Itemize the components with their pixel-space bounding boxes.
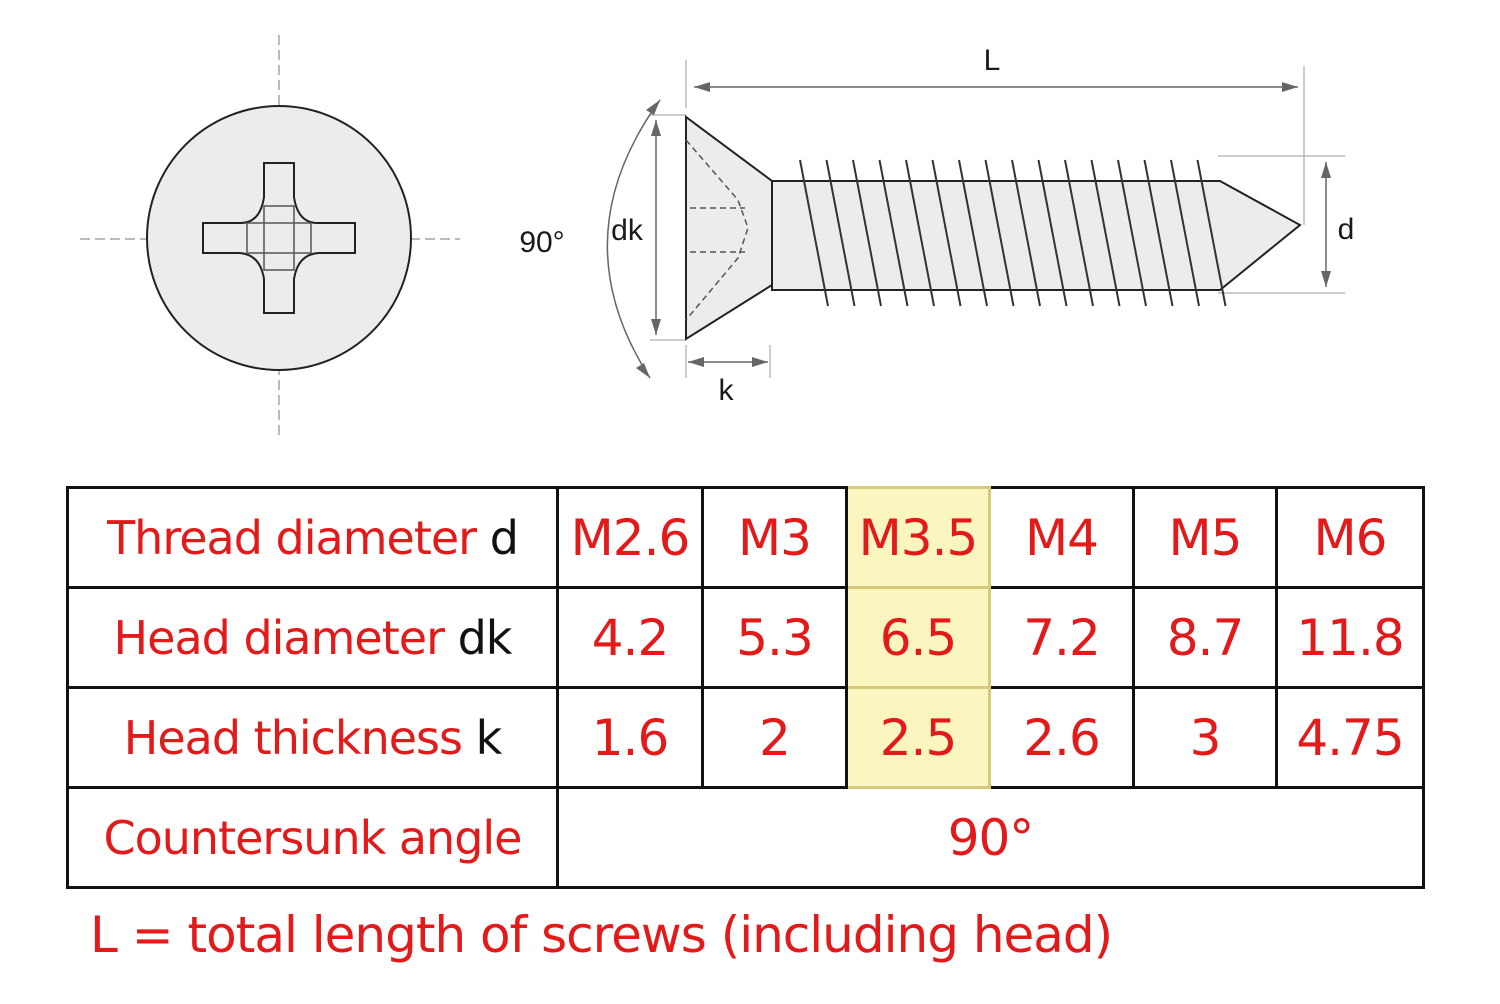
table-cell-highlighted: 6.5 <box>845 586 991 689</box>
table-cell-highlighted: 2.5 <box>845 686 991 789</box>
table-cell: M5 <box>1132 486 1278 589</box>
table-cell: M2.6 <box>556 486 704 589</box>
thread-line <box>958 159 988 307</box>
head-diameter-label: dk <box>611 214 644 247</box>
threaded-shank <box>771 180 1302 291</box>
table-row: Head thickness k 1.6 2 2.5 2.6 3 4.75 <box>66 686 1425 789</box>
table-cell: 4.2 <box>556 586 704 689</box>
thread-line <box>799 159 829 307</box>
length-label: L <box>984 44 1001 77</box>
table-cell: 5.3 <box>701 586 848 689</box>
countersunk-angle-value: 90° <box>556 786 1425 889</box>
thread-line <box>931 159 962 307</box>
thread-line <box>878 159 909 307</box>
thread-diameter-label: d <box>1338 213 1355 246</box>
countersink-angle-arc <box>606 99 661 379</box>
screw-head-top-view <box>80 35 460 440</box>
head-thickness-label-cell: Head thickness k <box>66 686 559 789</box>
table-cell: 2 <box>701 686 848 789</box>
thread-line <box>1170 159 1200 307</box>
phillips-cross-icon <box>202 162 356 314</box>
table-row: Thread diameter d M2.6 M3 M3.5 M4 M5 M6 <box>66 486 1425 589</box>
table-cell: 2.6 <box>988 686 1135 789</box>
table-cell: M6 <box>1275 486 1425 589</box>
countersunk-angle-label-cell: Countersunk angle <box>66 786 559 889</box>
table-cell: 8.7 <box>1132 586 1278 689</box>
table-cell: M4 <box>988 486 1135 589</box>
screw-drawing: L 90° dk k d <box>80 35 1355 440</box>
thread-line <box>1196 159 1227 307</box>
dimension-table: Thread diameter d M2.6 M3 M3.5 M4 M5 M6 … <box>66 486 1425 889</box>
table-cell: 11.8 <box>1275 586 1425 689</box>
thread-line <box>1117 159 1147 307</box>
thread-line <box>984 159 1015 307</box>
thread-diameter-label-cell: Thread diameter d <box>66 486 559 589</box>
thread-line <box>825 159 856 307</box>
footnote: L = total length of screws (including he… <box>90 906 1113 964</box>
table-cell-highlighted: M3.5 <box>845 486 991 589</box>
table-cell: 4.75 <box>1275 686 1425 789</box>
head-diameter-label-cell: Head diameter dk <box>66 586 559 689</box>
thread-line <box>905 159 935 307</box>
thread-line <box>1090 159 1121 307</box>
table-row: Head diameter dk 4.2 5.3 6.5 7.2 8.7 11.… <box>66 586 1425 689</box>
thread-line <box>1037 159 1068 307</box>
head-thickness-label: k <box>719 374 735 407</box>
table-cell: 7.2 <box>988 586 1135 689</box>
angle-label: 90° <box>519 226 564 259</box>
table-row: Countersunk angle 90° <box>66 786 1425 889</box>
thread-line <box>852 159 882 307</box>
thread-line <box>1064 159 1094 307</box>
screw-side-view <box>606 60 1345 379</box>
thread-line <box>1143 159 1174 307</box>
table-cell: 3 <box>1132 686 1278 789</box>
table-cell: 1.6 <box>556 686 704 789</box>
thread-line <box>1011 159 1041 307</box>
table-cell: M3 <box>701 486 848 589</box>
